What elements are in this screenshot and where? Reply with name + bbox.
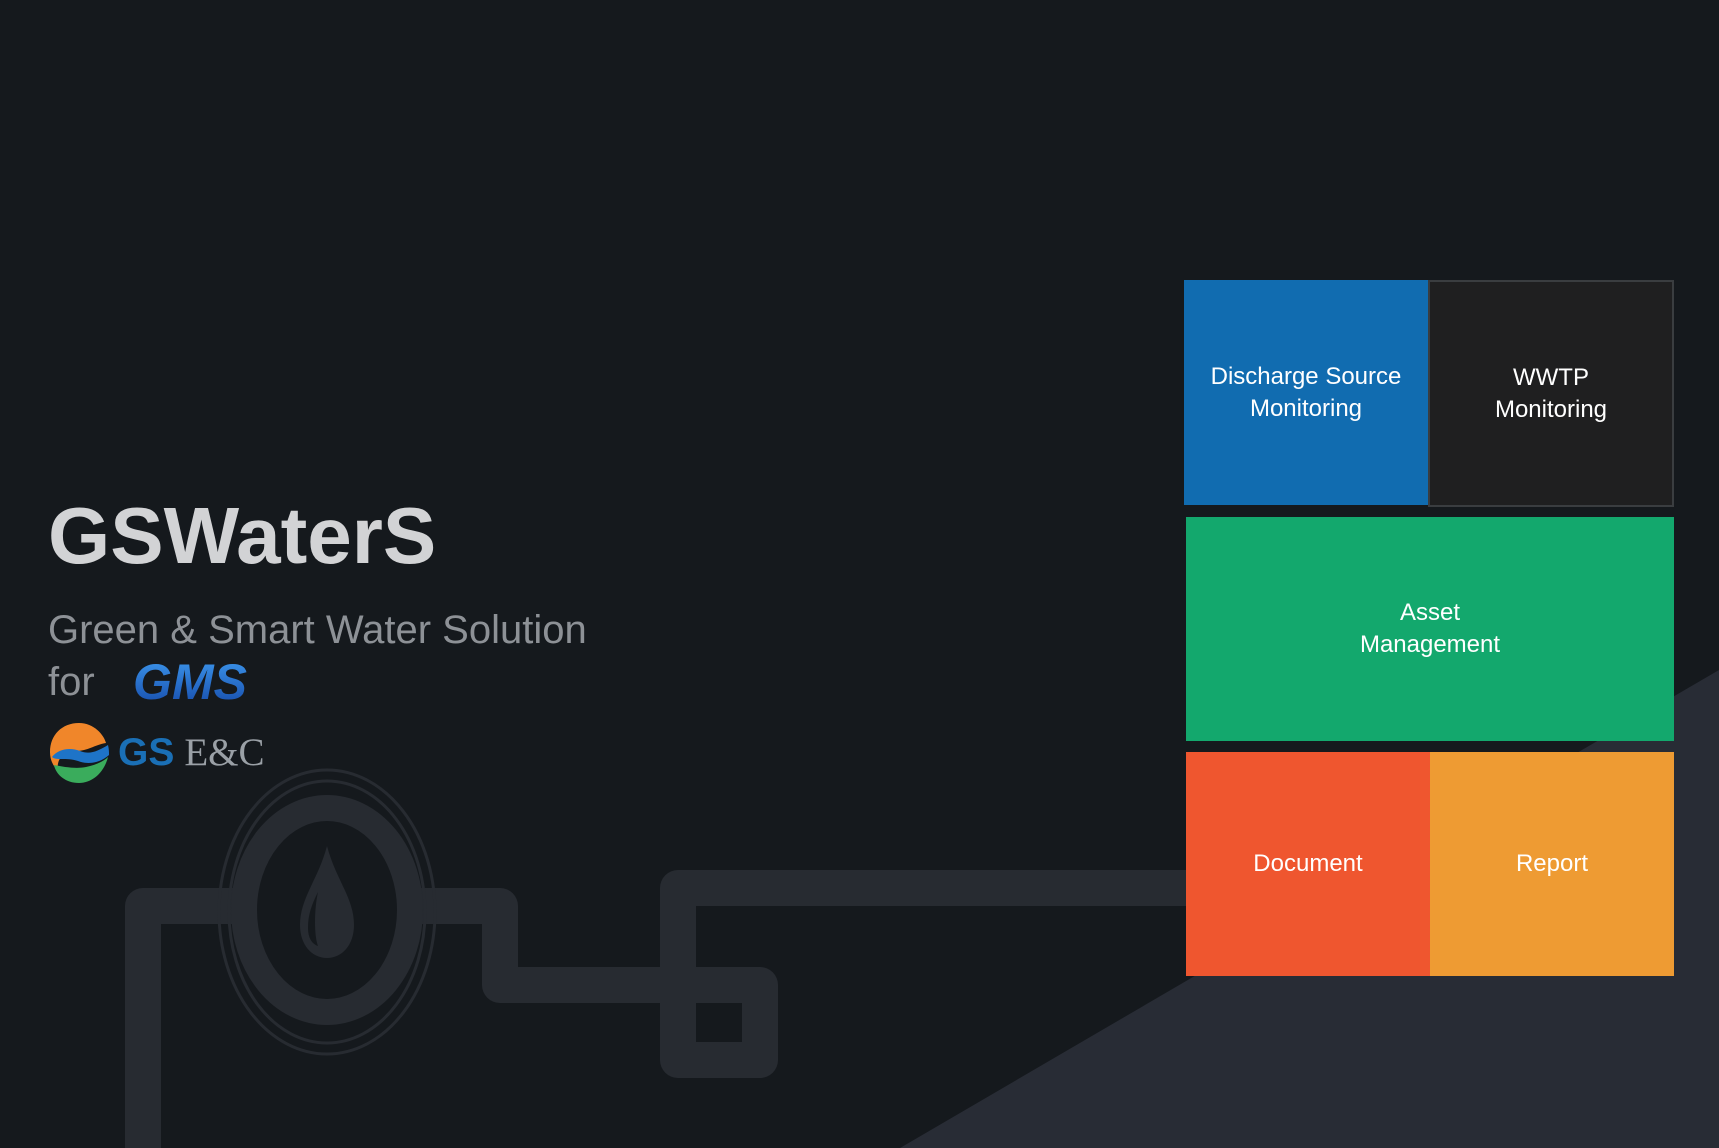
asset-management-label: Asset Management bbox=[1359, 599, 1501, 658]
for-label: for bbox=[48, 660, 95, 704]
discharge-source-monitoring-tile[interactable]: Discharge Source Monitoring bbox=[1184, 280, 1428, 505]
document-tile[interactable]: Document bbox=[1186, 752, 1430, 976]
gs-swirl-logo-icon bbox=[50, 723, 109, 783]
company-gs-text: GS bbox=[118, 731, 175, 774]
app-tagline: Green & Smart Water Solution bbox=[48, 608, 587, 652]
document-label: Document bbox=[1253, 850, 1363, 877]
asset-management-tile[interactable]: Asset Management bbox=[1186, 517, 1674, 741]
svg-text:GMS: GMS bbox=[133, 656, 247, 708]
company-logo: GS E&C bbox=[48, 720, 587, 786]
client-row: for GMS bbox=[48, 654, 587, 710]
gms-logo: GMS bbox=[133, 656, 247, 708]
discharge-source-monitoring-label: Discharge Source Monitoring bbox=[1210, 362, 1402, 422]
wwtp-monitoring-label: WWTP Monitoring bbox=[1494, 363, 1608, 423]
wwtp-monitoring-tile[interactable]: WWTP Monitoring bbox=[1428, 280, 1674, 507]
app-title: GSWaterS bbox=[48, 491, 437, 580]
brand-block: GSWaterS Green & Smart Water Solution fo… bbox=[48, 488, 587, 786]
company-ec-text: E&C bbox=[184, 731, 265, 774]
report-tile[interactable]: Report bbox=[1430, 752, 1674, 976]
report-label: Report bbox=[1515, 850, 1589, 877]
